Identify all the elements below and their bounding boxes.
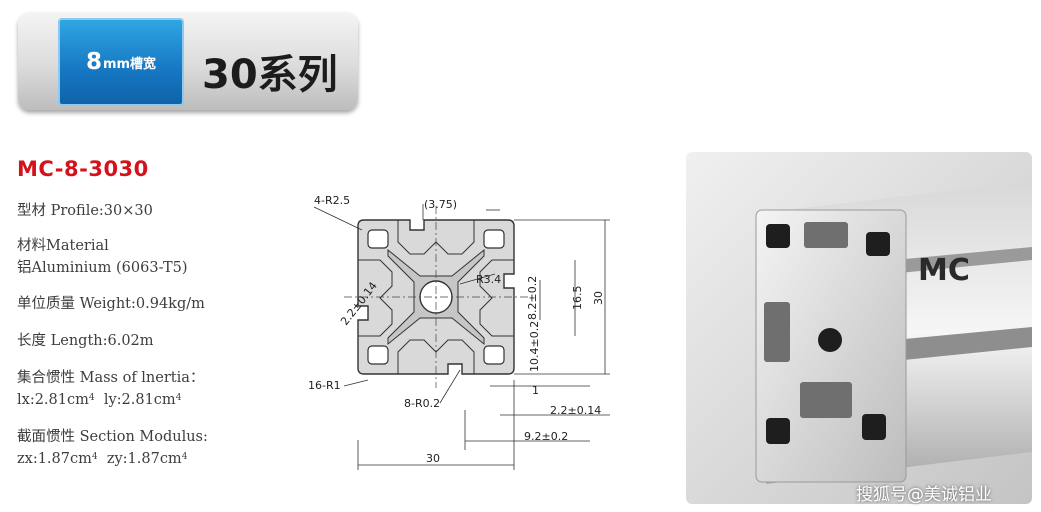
dim-core-radius: R3.4 <box>476 273 501 286</box>
series-title: 30系列 <box>202 52 338 98</box>
spec-weight: 单位质量 Weight:0.94kg/m <box>17 296 205 312</box>
brand-mark: MC <box>918 253 970 288</box>
extrusion-illustration: MC <box>755 182 1032 484</box>
badge-number: 8 <box>85 49 102 75</box>
spec-modulus-title: 截面惯性 Section Modulus: <box>17 429 208 445</box>
dim-inner-height: 16.5 <box>571 286 584 311</box>
dim-inner-radius: 16-R1 <box>308 379 341 392</box>
modulus-zy: zy:1.87cm <box>106 451 182 467</box>
dim-slot-width: (3.75) <box>424 198 457 211</box>
spec-inertia-title: 集合惯性 Mass of lnertia： <box>17 370 205 386</box>
spec-material-value: 铝Aluminium (6063-T5) <box>17 260 188 276</box>
spec-material-label: 材料Material <box>17 238 109 254</box>
series-banner: 8 mm槽宽 30系列 <box>18 12 358 110</box>
spec-inertia-values: lx:2.81cm4 ly:2.81cm4 <box>17 389 181 411</box>
dimension-lines <box>313 204 610 470</box>
dim-small-radius: 8-R0.2 <box>404 397 440 410</box>
dim-slot-span: 9.2±0.2 <box>524 430 568 443</box>
inertia-ly: ly:2.81cm <box>103 392 176 408</box>
spec-length: 长度 Length:6.02m <box>17 333 154 349</box>
modulus-zx: zx:1.87cm <box>17 451 92 467</box>
dim-total-width: 30 <box>426 452 440 465</box>
dim-slot-depth: 8.2±0.2 <box>526 276 539 320</box>
inertia-lx-exp: 4 <box>88 393 95 403</box>
product-photo: MC <box>686 152 1032 504</box>
profile-cross-section <box>344 206 528 388</box>
model-number: MC-8-3030 <box>17 157 149 181</box>
modulus-zy-exp: 4 <box>181 452 188 462</box>
modulus-zx-exp: 4 <box>91 452 98 462</box>
dim-wall-thickness: 2.2±0.14 <box>550 404 601 417</box>
profile-technical-drawing: 4-R2.5 (3.75) R3.4 8.2±0.2 16.5 30 2.2±0… <box>308 194 610 470</box>
watermark: 搜狐号@美诚铝业 <box>856 485 992 505</box>
dim-total-height: 30 <box>592 291 605 305</box>
spec-modulus-values: zx:1.87cm4 zy:1.87cm4 <box>17 448 187 470</box>
dim-lip: 1 <box>532 384 539 397</box>
inertia-lx: lx:2.81cm <box>17 392 89 408</box>
badge-unit: mm槽宽 <box>102 56 157 72</box>
slot-width-badge: 8 mm槽宽 <box>58 18 184 106</box>
spec-profile: 型材 Profile:30×30 <box>17 203 153 219</box>
dim-slot-opening: 10.4±0.2 <box>528 321 541 372</box>
inertia-ly-exp: 4 <box>175 393 182 403</box>
dim-outer-radius: 4-R2.5 <box>314 194 350 207</box>
